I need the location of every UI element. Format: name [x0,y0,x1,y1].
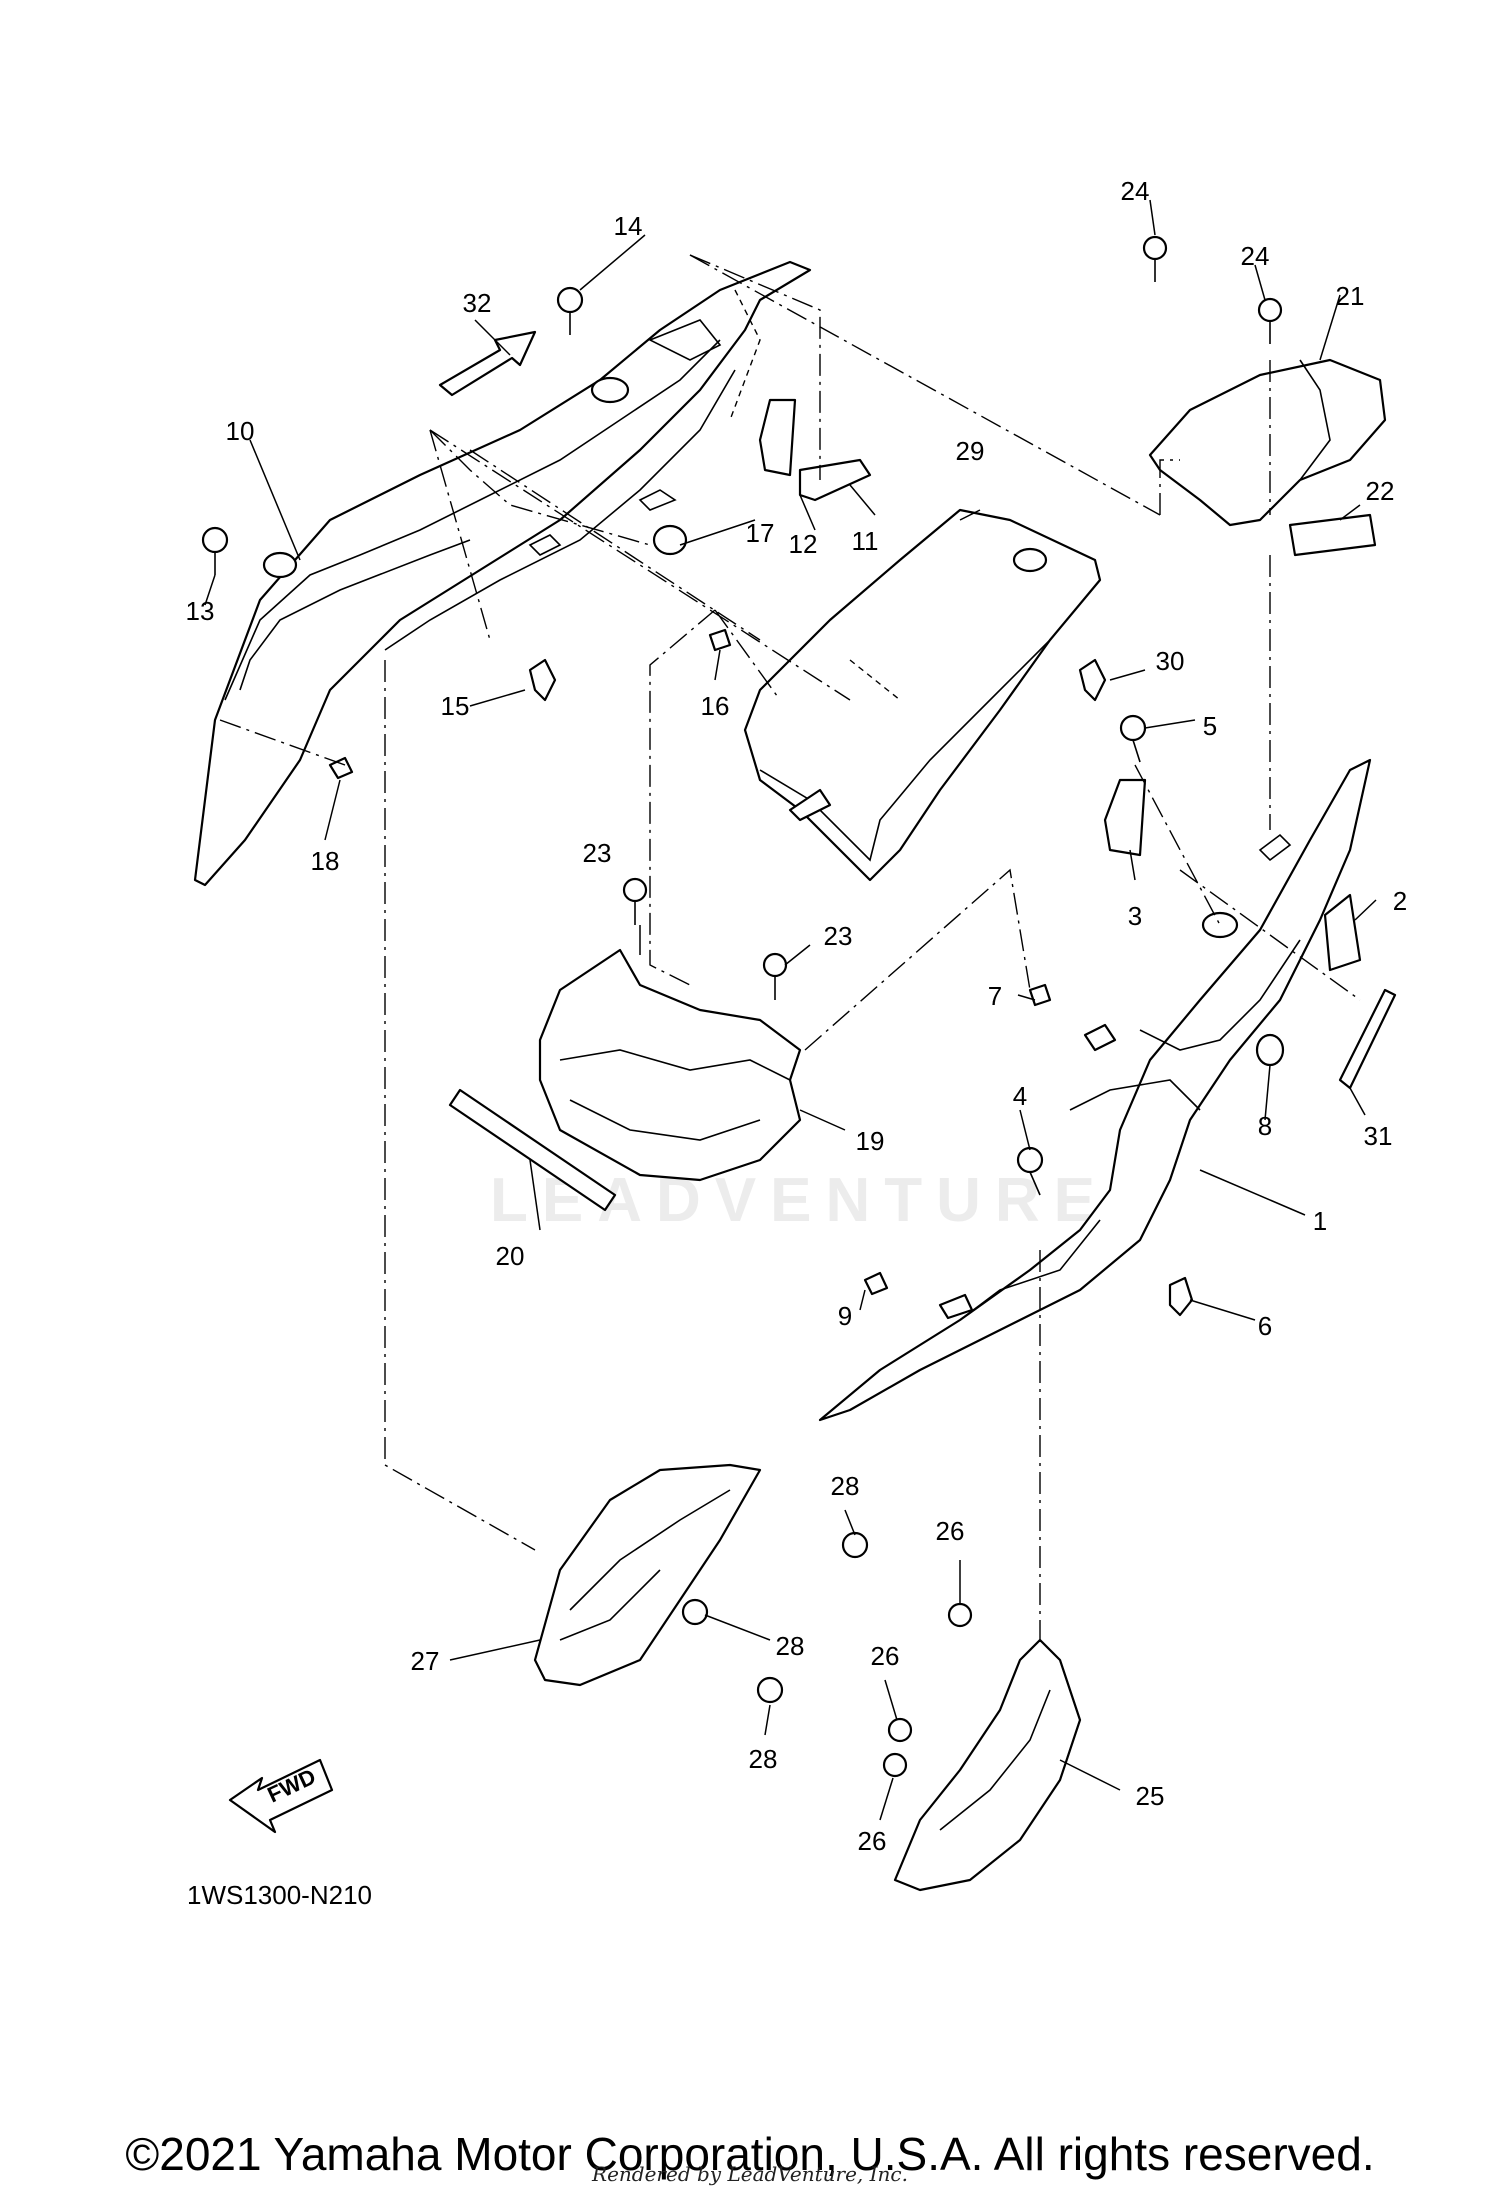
callout-20: 20 [496,1241,525,1271]
callout-1: 1 [1313,1206,1327,1236]
callout-11: 11 [852,526,879,556]
callout-26b: 26 [871,1641,900,1671]
callout-14: 14 [614,211,643,241]
part-2-pad [1323,893,1362,972]
callout-4: 4 [1013,1081,1027,1111]
part-25-lower-cover [893,1638,1082,1892]
fasteners [201,235,1285,1778]
callout-31: 31 [1364,1121,1393,1151]
callout-27: 27 [411,1646,440,1676]
callout-19: 19 [856,1126,885,1156]
callout-10: 10 [226,416,255,446]
rendered-by: Rendered by LeadVenture, Inc. [592,2162,908,2186]
callout-28c: 28 [749,1744,778,1774]
callout-9: 9 [838,1301,852,1331]
part-22-pad [1288,513,1377,557]
fwd-arrow-icon: FWD [228,1758,334,1834]
callout-18: 18 [311,846,340,876]
part-10-side-cover-left [193,260,812,887]
leader-lines [204,199,1377,1821]
callout-32: 32 [463,288,492,318]
callout-3: 3 [1128,901,1142,931]
part-19-center-cover [538,948,802,1182]
callout-2: 2 [1393,886,1407,916]
callout-15: 15 [441,691,470,721]
callout-22: 22 [1366,476,1395,506]
callout-17: 17 [746,518,775,548]
callout-26c: 26 [858,1826,887,1856]
part-21-rear-cover [1148,358,1387,527]
part-31-emblem [1338,988,1397,1090]
part-32-arrow [438,330,537,397]
callout-25: 25 [1136,1781,1165,1811]
copyright-notice: ©2021 Yamaha Motor Corporation, U.S.A. A… [125,2128,1375,2180]
callout-24b: 24 [1241,241,1270,271]
callout-24a: 24 [1121,176,1150,206]
callout-8: 8 [1258,1111,1272,1141]
callout-7: 7 [988,981,1002,1011]
callout-12: 12 [789,529,818,559]
part-20-strip [448,1088,617,1212]
part-29-inner-panel [743,508,1102,882]
assembly-lines [219,254,1361,1640]
part-1-side-cover-right [818,758,1372,1422]
callout-23a: 23 [583,838,612,868]
part-11-damper [798,458,872,502]
callout-21: 21 [1336,281,1365,311]
callout-16: 16 [701,691,730,721]
callout-28b: 28 [776,1631,805,1661]
callout-30: 30 [1156,646,1185,676]
callout-23b: 23 [824,921,853,951]
callout-28a: 28 [831,1471,860,1501]
callout-26a: 26 [936,1516,965,1546]
callout-29: 29 [956,436,985,466]
part-27-lower-cover [533,1463,762,1687]
part-12-damper [758,398,797,477]
callout-5: 5 [1203,711,1217,741]
callout-13: 13 [186,596,215,626]
diagram-code: 1WS1300-N210 [187,1880,372,1910]
callout-6: 6 [1258,1311,1272,1341]
part-3-damper [1103,778,1147,857]
